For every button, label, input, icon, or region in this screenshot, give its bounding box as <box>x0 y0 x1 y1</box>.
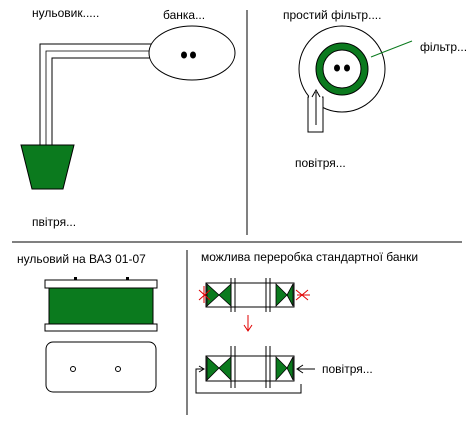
housing-top-view <box>45 341 157 393</box>
label-simple-filter: простий фільтр.... <box>283 8 381 22</box>
return-loop <box>195 368 302 394</box>
assembly-before <box>198 278 310 312</box>
housing-top-cap <box>44 279 158 289</box>
label-pipe: нульовик..... <box>32 6 99 20</box>
housing-hole-right <box>115 366 121 372</box>
housing-filter-body <box>48 287 154 325</box>
seal-left-upper <box>206 283 220 307</box>
funnel-filter <box>20 144 75 190</box>
housing-nub-left <box>74 277 77 280</box>
jar-hole-left <box>181 51 187 59</box>
seal-right-upper <box>275 283 288 307</box>
label-filter: фільтр... <box>420 40 467 54</box>
filter-inner <box>322 49 362 89</box>
label-vaz: нульовий на ВАЗ 01-07 <box>17 252 146 266</box>
pipe-center-line <box>45 50 152 145</box>
label-air-bottom-right: повітря... <box>322 362 373 376</box>
filter-pointer-line <box>370 40 413 58</box>
jar-hole-right <box>190 51 196 59</box>
filter-hole-right <box>344 64 350 72</box>
housing-nub-right <box>126 277 129 280</box>
seal-right-lower <box>275 356 288 382</box>
panel-top-left: нульовик..... банка... пвітря... <box>20 6 236 229</box>
filter-hole-left <box>334 64 340 72</box>
label-air-top-right: повітря... <box>295 156 346 170</box>
label-modification: можлива переробка стандартної банки <box>201 250 418 264</box>
panel-top-right: простий фільтр.... фільтр... повітря... <box>283 8 467 170</box>
pipe-outer-wall <box>39 43 152 145</box>
label-jar: банка... <box>163 8 205 22</box>
air-arrow-right-head <box>296 364 304 374</box>
housing-bottom-cap <box>44 323 158 332</box>
panel-bottom-left: нульовий на ВАЗ 01-07 <box>17 252 158 393</box>
label-air-top-left: пвітря... <box>32 215 76 229</box>
assembly-after <box>195 346 315 394</box>
housing-hole-left <box>70 366 76 372</box>
red-cross-left <box>198 286 211 303</box>
red-arrow-down <box>243 315 253 332</box>
seal-left-lower <box>206 356 220 381</box>
panel-bottom-right: можлива переробка стандартної банки <box>195 250 418 394</box>
air-arrow-head <box>311 88 321 98</box>
pipe-inner-wall <box>51 57 152 145</box>
red-cross-right <box>295 289 310 301</box>
